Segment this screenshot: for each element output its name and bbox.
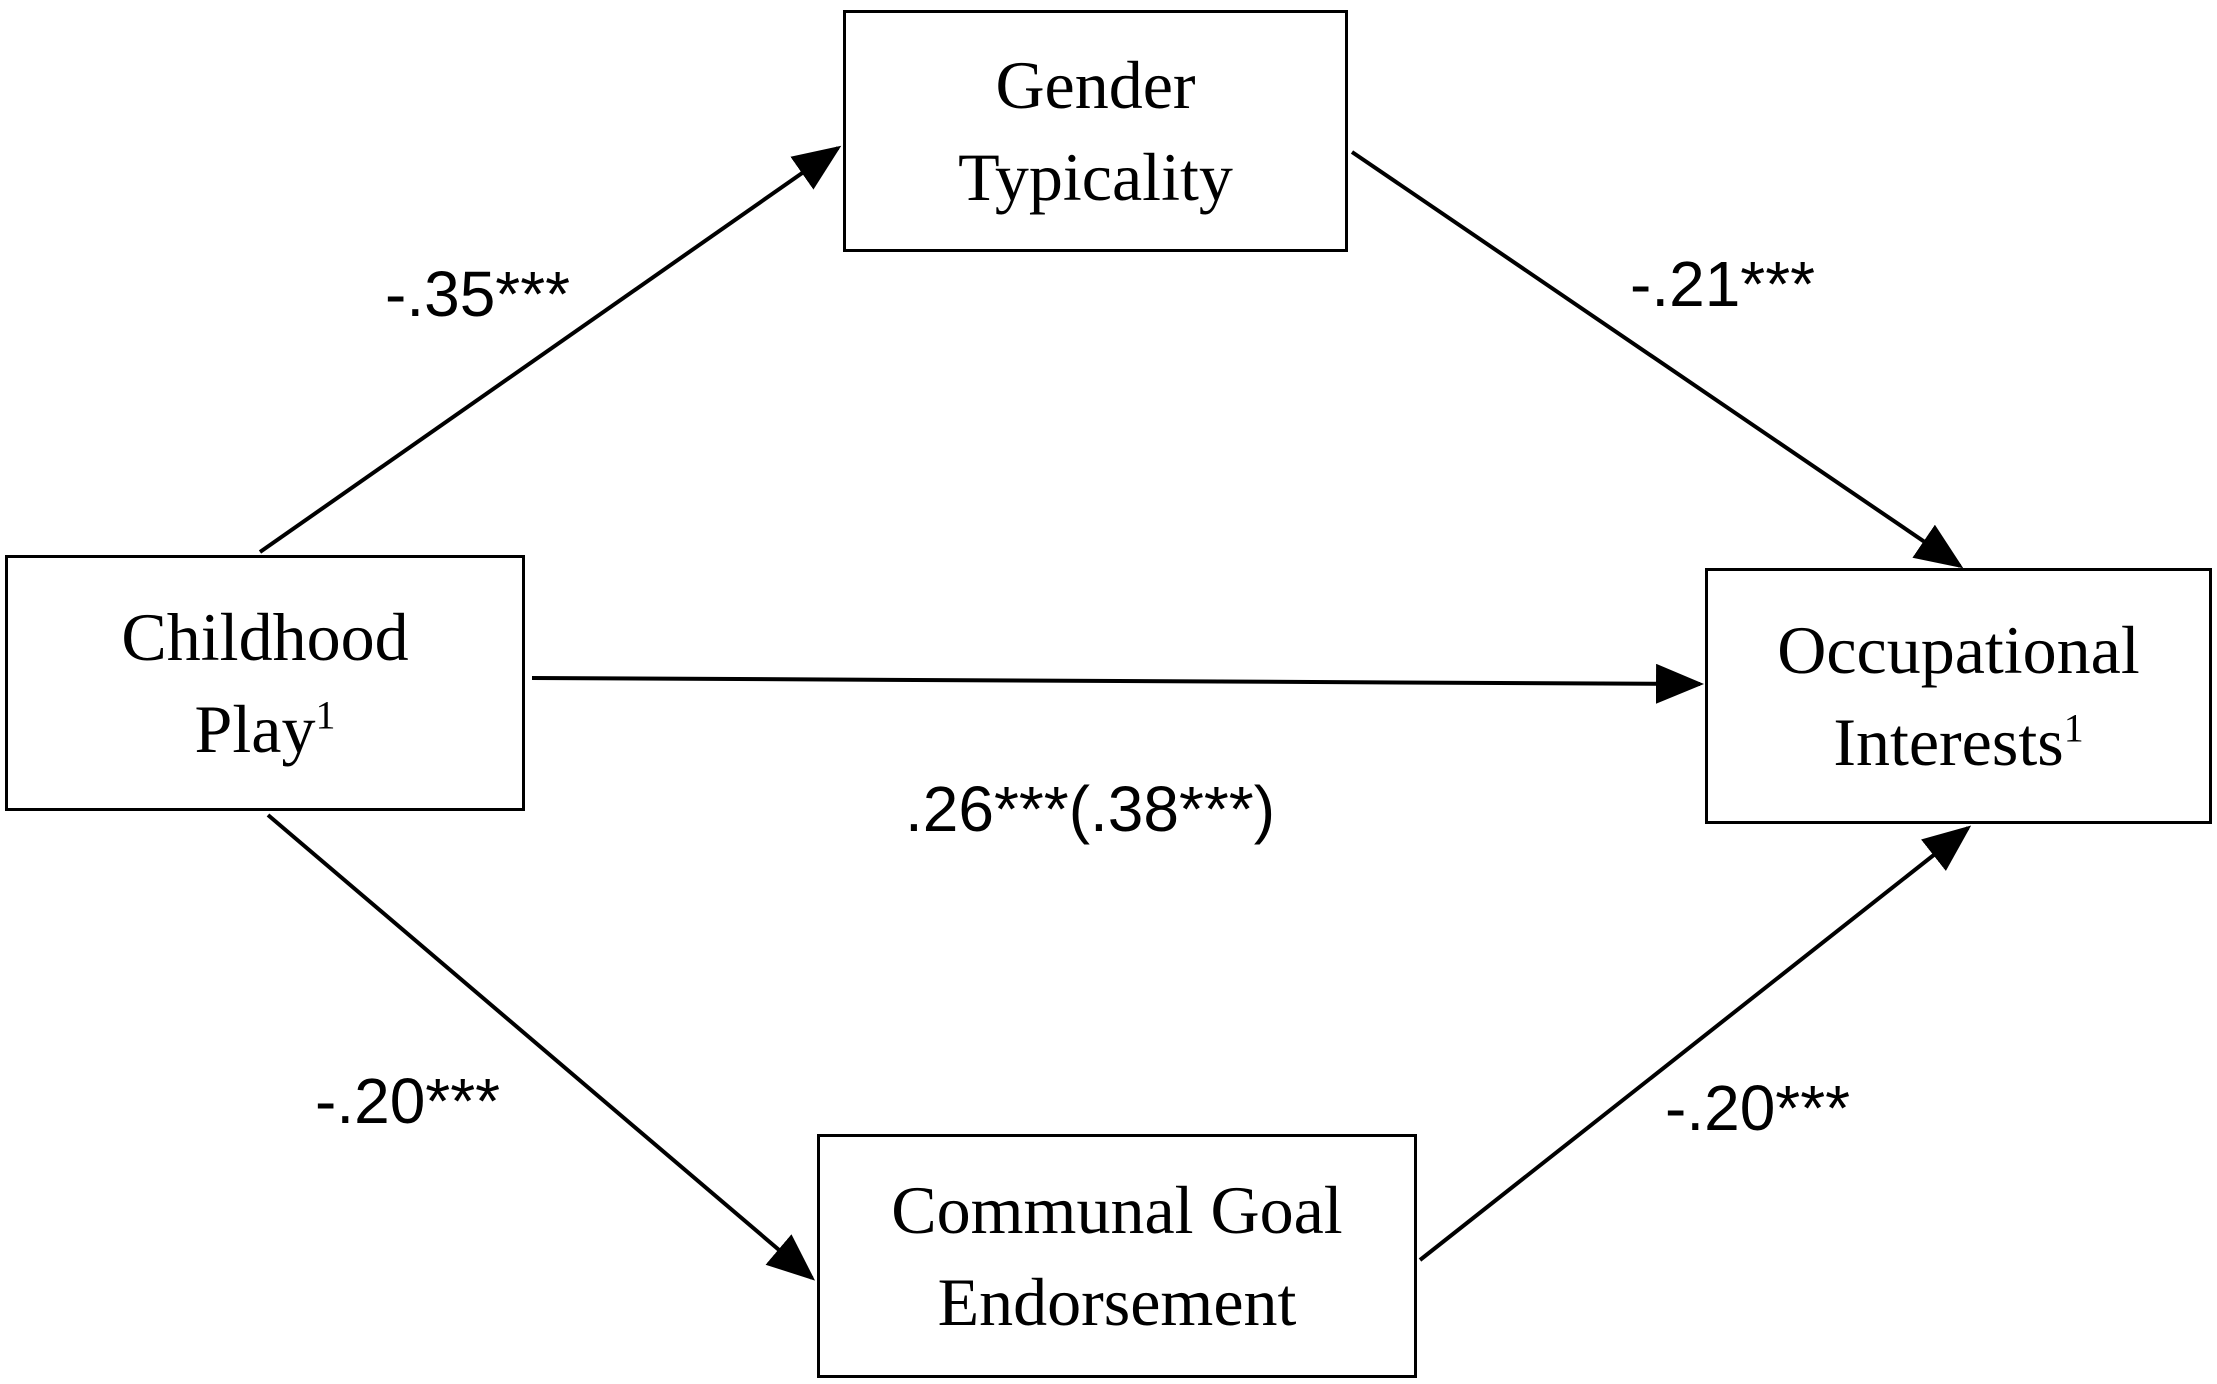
coef-communal-to-occupational-value: .20***: [1686, 1072, 1850, 1144]
arrow-play-to-gender: [258, 145, 842, 554]
coef-gender-to-occupational-sign: -: [1630, 248, 1652, 320]
node-occupational-interests-line1: Occupational: [1777, 612, 2140, 688]
node-communal-goal-endorsement-line1: Communal Goal: [891, 1172, 1343, 1248]
node-childhood-play-line1: Childhood: [121, 599, 409, 675]
node-childhood-play: Childhood Play1: [5, 555, 525, 811]
coef-play-to-communal: -.20***: [315, 1065, 500, 1137]
node-occupational-interests-footnote: 1: [2063, 705, 2084, 751]
coef-play-to-communal-sign: -: [315, 1065, 337, 1137]
node-childhood-play-footnote: 1: [315, 692, 336, 738]
coef-play-to-occupational-value: .26***(.38***): [905, 773, 1275, 845]
coef-gender-to-occupational: -.21***: [1630, 248, 1815, 320]
node-childhood-play-line2: Play: [194, 691, 316, 767]
coef-play-to-gender-sign: -: [385, 258, 407, 330]
node-occupational-interests-line2: Interests: [1833, 704, 2064, 780]
arrow-play-to-communal: [266, 813, 816, 1281]
arrow-play-to-occupational: [531, 663, 1704, 704]
node-gender-typicality-line2: Typicality: [958, 139, 1233, 215]
node-occupational-interests-line2-wrap: Interests1: [1833, 696, 2083, 788]
coef-communal-to-occupational-sign: -: [1665, 1072, 1687, 1144]
node-communal-goal-endorsement-line2: Endorsement: [937, 1264, 1297, 1340]
node-communal-goal-endorsement: Communal Goal Endorsement: [817, 1134, 1417, 1378]
node-gender-typicality-line1: Gender: [995, 47, 1196, 123]
node-childhood-play-line2-wrap: Play1: [195, 683, 336, 775]
node-gender-typicality: Gender Typicality: [843, 10, 1348, 252]
coef-gender-to-occupational-value: .21***: [1651, 248, 1815, 320]
coef-play-to-occupational: .26***(.38***): [905, 773, 1275, 845]
coef-play-to-communal-value: .20***: [336, 1065, 500, 1137]
coef-play-to-gender-value: .35***: [406, 258, 570, 330]
coef-play-to-gender: -.35***: [385, 258, 570, 330]
node-occupational-interests: Occupational Interests1: [1705, 568, 2212, 824]
arrow-gender-to-occupational: [1350, 150, 1964, 569]
coef-communal-to-occupational: -.20***: [1665, 1072, 1850, 1144]
arrow-communal-to-occupational: [1418, 825, 1972, 1262]
